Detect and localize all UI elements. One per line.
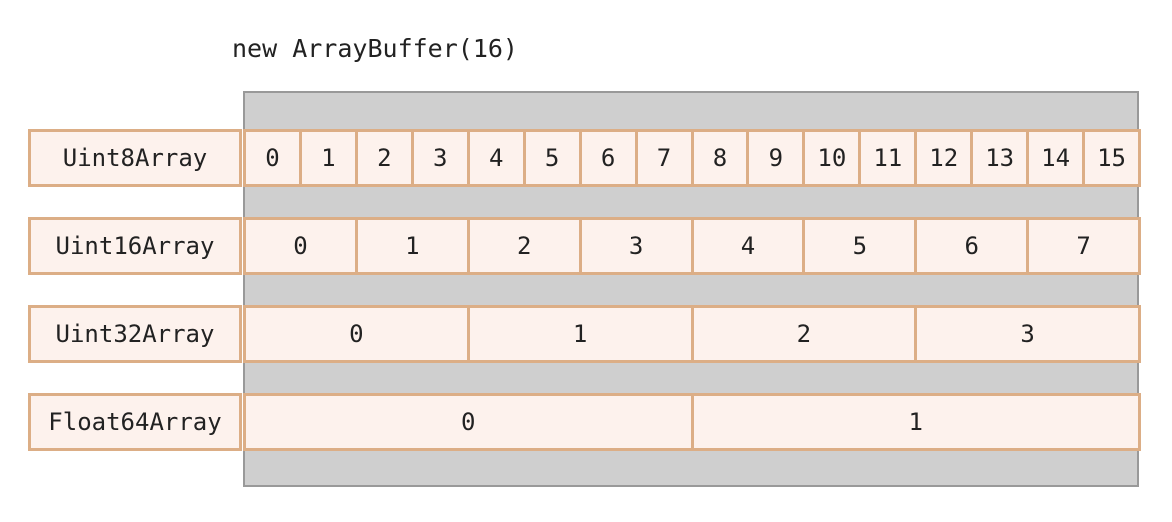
element-index-cell: 3	[914, 308, 1138, 360]
element-index-cell: 8	[690, 132, 747, 184]
element-index-cell: 9	[746, 132, 802, 184]
element-index-cell: 14	[1026, 132, 1082, 184]
element-index-cell: 5	[802, 220, 914, 272]
element-index-cell: 11	[858, 132, 914, 184]
element-index-cell: 15	[1082, 132, 1138, 184]
element-index-cell: 13	[970, 132, 1026, 184]
element-index-cell: 2	[690, 308, 915, 360]
element-index-cell: 7	[634, 132, 691, 184]
element-index-cell: 4	[690, 220, 803, 272]
view-label: Uint8Array	[28, 129, 242, 187]
element-index-cell: 2	[354, 132, 411, 184]
element-index-cell: 1	[354, 220, 467, 272]
element-index-cell: 0	[461, 408, 476, 436]
element-index-cell: 7	[1026, 220, 1138, 272]
diagram-title: new ArrayBuffer(16)	[232, 34, 518, 63]
element-index-cell: 1	[690, 396, 1139, 448]
element-index-cell: 0	[349, 320, 364, 348]
element-index-cell: 6	[578, 132, 635, 184]
element-index-cell: 12	[914, 132, 970, 184]
element-index-cell: 2	[466, 220, 579, 272]
view-label: Uint32Array	[28, 305, 242, 363]
element-index-cell: 4	[466, 132, 523, 184]
element-index-cell: 1	[298, 132, 355, 184]
element-index-cell: 0	[265, 144, 280, 172]
element-index-cell: 0	[293, 232, 308, 260]
view-label: Uint16Array	[28, 217, 242, 275]
element-index-cell: 3	[410, 132, 467, 184]
element-index-cell: 3	[578, 220, 691, 272]
element-index-cell: 6	[914, 220, 1026, 272]
element-index-cell: 1	[466, 308, 691, 360]
element-index-cell: 5	[522, 132, 579, 184]
view-label: Float64Array	[28, 393, 242, 451]
element-index-cell: 10	[802, 132, 858, 184]
